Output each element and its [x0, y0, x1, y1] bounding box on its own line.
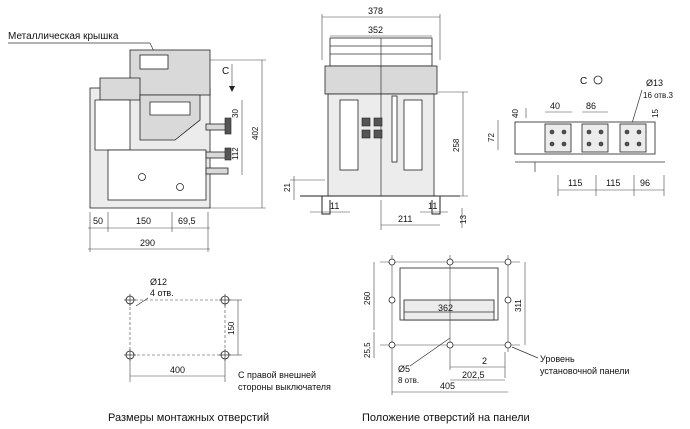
holes-16-label: 16 отв.3	[643, 91, 674, 100]
dim-21: 21	[283, 183, 292, 192]
dim-115-b: 115	[606, 178, 620, 188]
metal-cover-label: Металлическая крышка	[8, 31, 119, 42]
holes-8-label: 8 отв.	[398, 376, 419, 385]
dim-40-vert: 40	[511, 109, 520, 118]
caption-mounting: Размеры монтажных отверстий	[108, 412, 269, 424]
dim-2: 2	[482, 356, 487, 366]
dim-15: 15	[651, 109, 660, 118]
dim-115-a: 115	[568, 178, 582, 188]
dim-13: 13	[459, 215, 468, 224]
dim-260: 260	[363, 291, 372, 305]
dim-150-side: 150	[136, 216, 151, 226]
front-view: 378 352 258 21 11 11	[283, 6, 468, 230]
dim-40-horiz: 40	[550, 101, 560, 111]
dim-11-left: 11	[330, 201, 339, 211]
right-side-line1: С правой внешней	[238, 370, 316, 380]
dim-311: 311	[514, 299, 523, 312]
dim-112: 112	[231, 147, 240, 160]
dim-86: 86	[586, 101, 596, 111]
terminal-c-label: С	[580, 76, 587, 87]
dim-258: 258	[452, 138, 461, 152]
d5-label: Ø5	[398, 364, 410, 374]
dim-25-5: 25,5	[363, 342, 372, 358]
dim-400: 400	[170, 365, 185, 375]
dim-402: 402	[251, 126, 260, 140]
d12-label: Ø12	[150, 277, 167, 287]
caption-panel: Положение отверстий на панели	[362, 412, 530, 424]
dim-69-5: 69,5	[178, 216, 196, 226]
panel-level-line1: Уровень	[540, 354, 575, 364]
side-c-label: С	[222, 66, 229, 77]
mounting-holes-view: Ø12 4 отв. 150 400 С правой внешней стор…	[108, 277, 331, 424]
dim-290: 290	[140, 238, 155, 248]
d13-label: Ø13	[646, 78, 663, 88]
dim-30: 30	[231, 109, 240, 118]
dim-378: 378	[368, 6, 383, 16]
dim-352: 352	[368, 25, 383, 35]
dim-11-right: 11	[428, 201, 437, 211]
dim-202-5: 202,5	[462, 370, 485, 380]
dim-362: 362	[438, 303, 453, 313]
dim-96: 96	[640, 178, 650, 188]
side-view: Металлическая крышка С 30 112 402	[8, 31, 266, 252]
panel-holes-view: 362 260 25,5 311 2 202,5 405 Ø5	[362, 255, 629, 424]
right-side-line2: стороны выключателя	[238, 382, 331, 392]
holes-4-label: 4 отв.	[150, 288, 174, 298]
dim-72: 72	[487, 133, 496, 142]
terminal-view: С Ø13 16 отв.3 40 40 86 15 72 115	[487, 75, 674, 196]
dim-211: 211	[398, 214, 412, 224]
dim-50: 50	[93, 216, 103, 226]
dim-150-mount: 150	[227, 321, 236, 335]
panel-level-line2: установочной панели	[540, 366, 629, 376]
dim-405: 405	[440, 381, 455, 391]
